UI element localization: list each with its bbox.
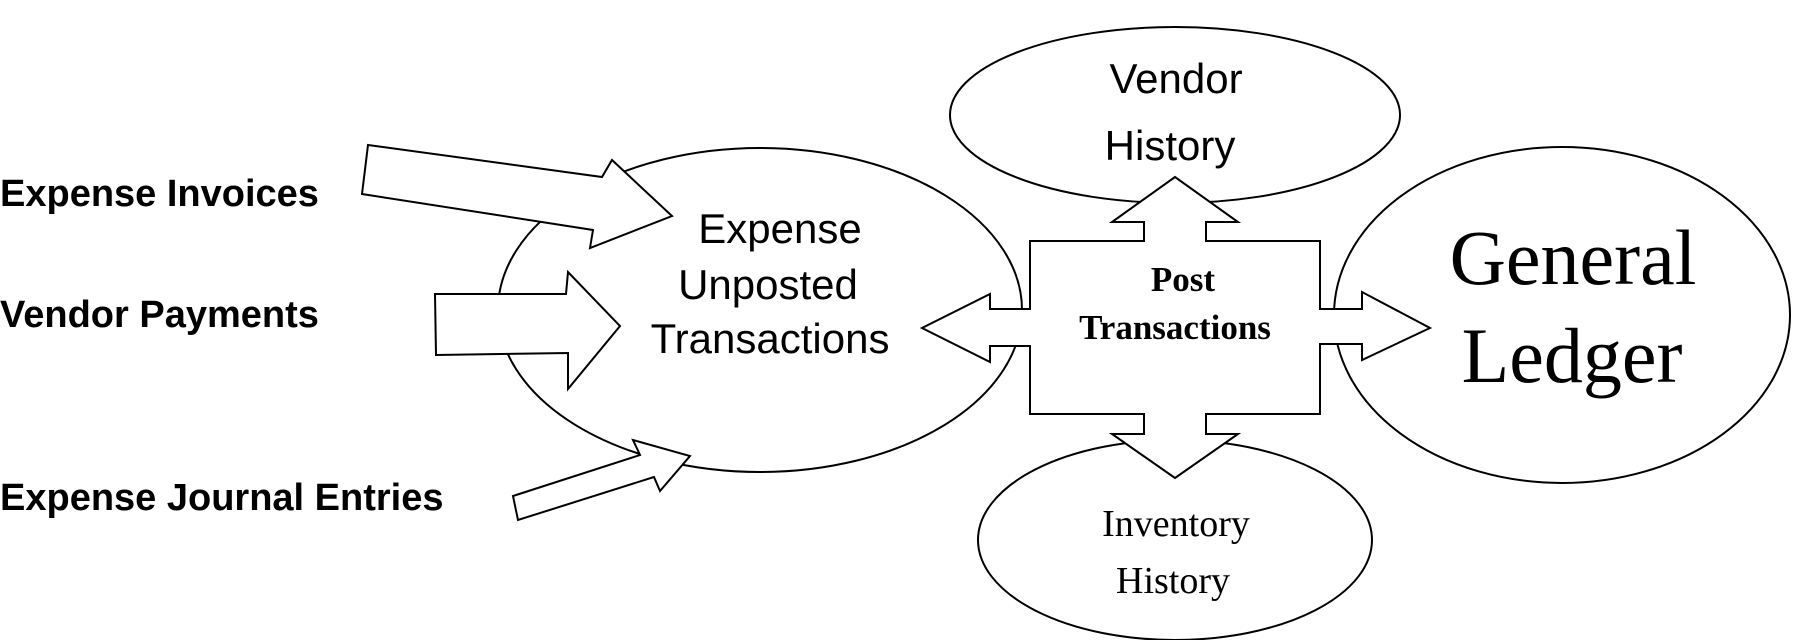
post-transactions-line-1: Post [1151,260,1216,299]
general-ledger-line-2: Ledger [1462,312,1683,399]
unposted-line-3: Transactions [651,315,890,362]
unposted-line-2: Unposted [678,261,858,308]
vendor-payments-label: Vendor Payments [0,294,319,336]
expense-journal-entries-label: Expense Journal Entries [0,477,444,519]
expense-journal-entries-arrow [511,438,692,522]
expense-invoices-label: Expense Invoices [0,173,319,215]
vendor-history-line-2: History [1105,122,1236,169]
inventory-history-line-2: History [1116,560,1230,602]
general-ledger-line-1: General [1450,214,1697,301]
expense-invoices-arrow [360,143,674,250]
post-transactions-line-2: Transactions [1079,308,1271,347]
vendor-history-line-1: Vendor [1109,55,1242,102]
post-transactions-cross-arrow [919,175,1433,480]
inventory-history-line-1: Inventory [1102,503,1250,545]
vendor-payments-arrow [433,269,622,392]
unposted-line-1: Expense [698,205,861,252]
